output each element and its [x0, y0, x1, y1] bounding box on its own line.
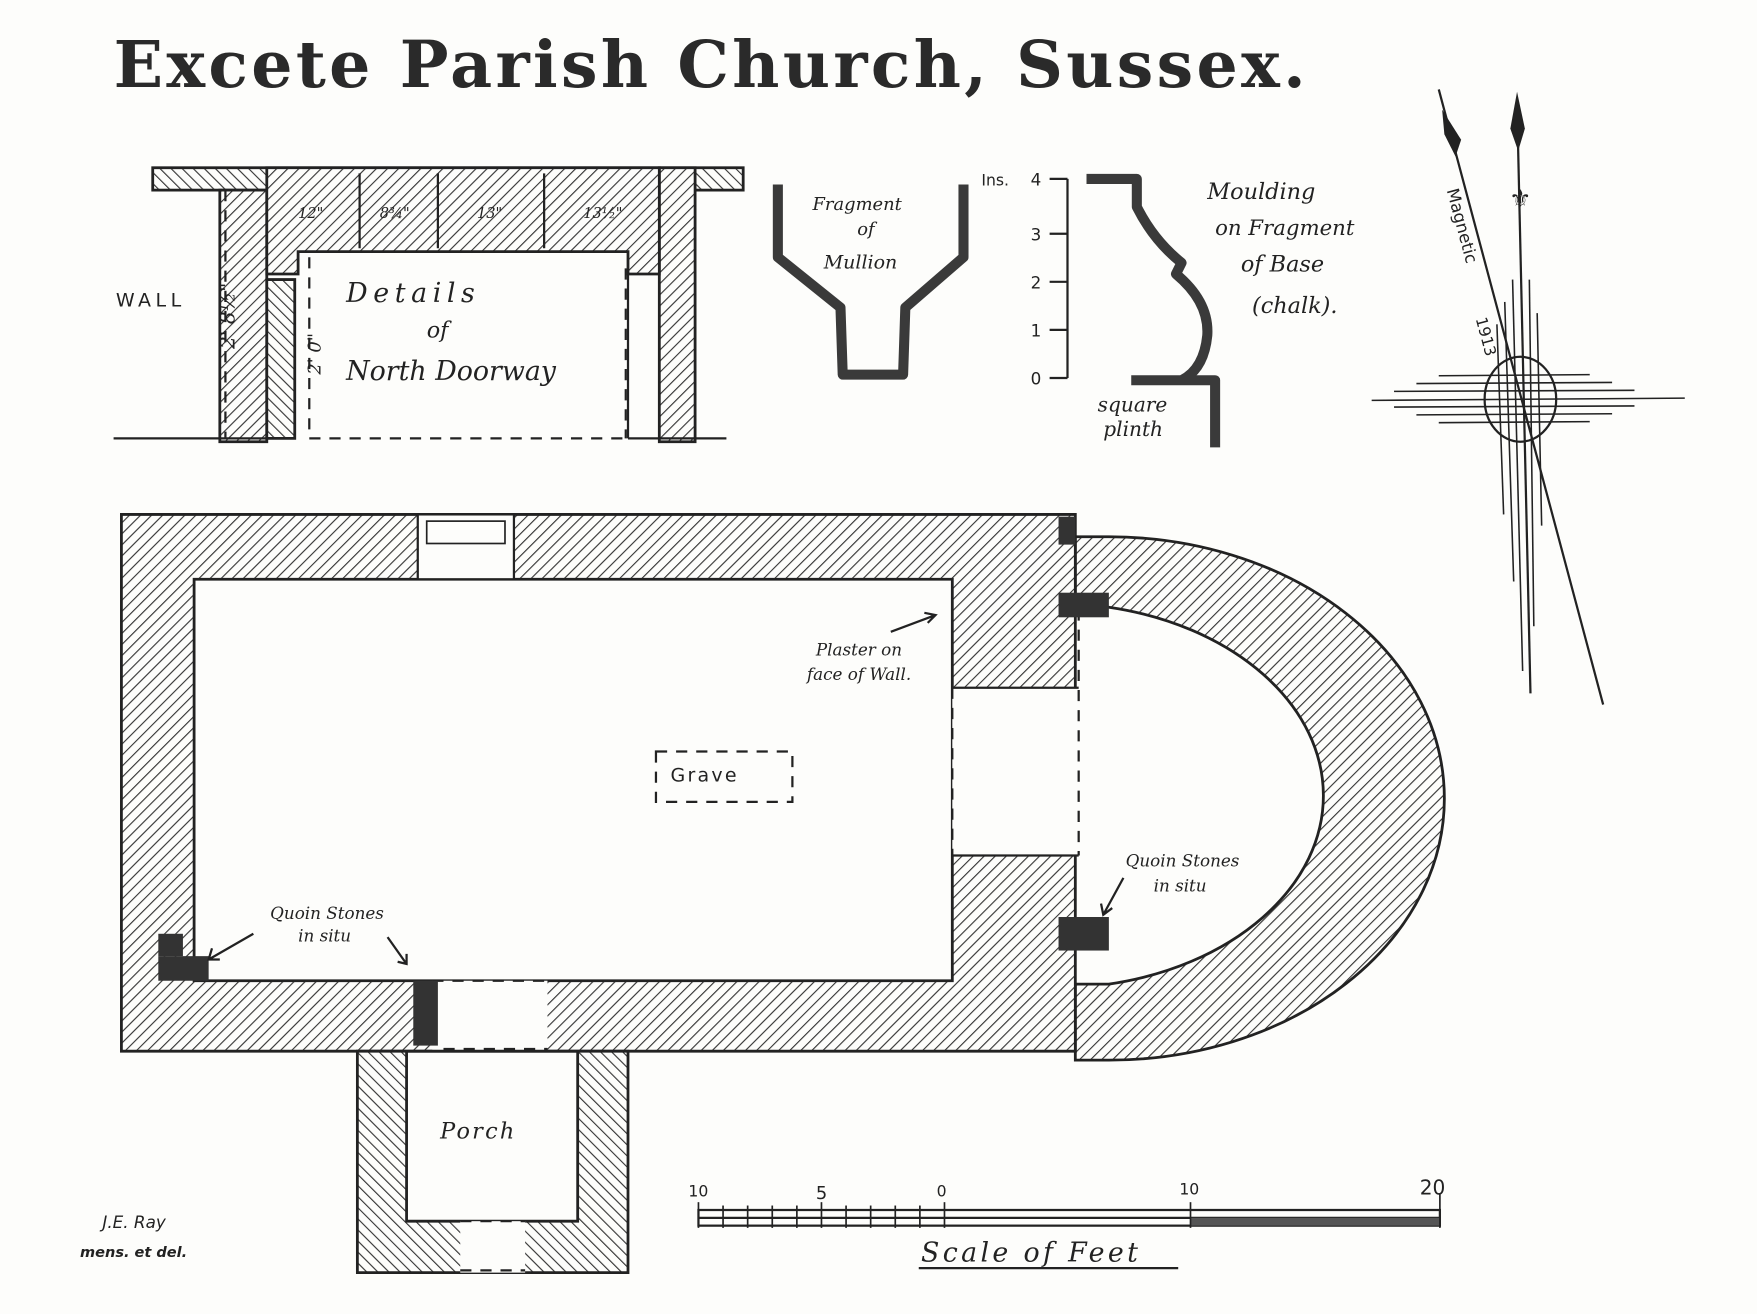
wall-label: WALL — [116, 289, 186, 311]
inch-tick-4: 4 — [1031, 170, 1042, 190]
moulding-fragment: Ins. 4 3 2 1 0 Moulding on Fragment of B… — [981, 170, 1355, 448]
fleur-de-lis-icon: ⚜ — [1509, 184, 1531, 213]
dimension-12in: 12" — [298, 206, 323, 222]
grave-label: Grave — [670, 765, 738, 787]
dimension-13-1-2in: 13½" — [583, 206, 622, 222]
nave-wall — [120, 513, 1077, 1053]
doorway-label-line3: North Doorway — [345, 356, 557, 387]
quoin-apse-arrow-icon — [1099, 877, 1125, 917]
dimension-13in: 13" — [477, 206, 502, 222]
apse-wall — [1073, 535, 1446, 1062]
moulding-label-line3: of Base — [1241, 252, 1324, 278]
north-doorway-detail: 12" 8¾" 13" 13½" WALL 2' 8½" 2' 0" Detai… — [113, 166, 745, 444]
mullion-label-line2: of — [857, 219, 878, 240]
scale-tick-10-left: 10 — [688, 1182, 708, 1201]
mullion-label-line1: Fragment — [812, 194, 903, 215]
quoin-arrow-right-icon — [386, 936, 408, 966]
doorway-label-line1: Details — [345, 278, 480, 309]
inch-tick-1: 1 — [1031, 321, 1042, 341]
moulding-label-line2: on Fragment — [1215, 216, 1355, 241]
quoin-nave-label-line1: Quoin Stones — [270, 903, 384, 923]
plaster-label-line2: face of Wall. — [805, 664, 911, 684]
porch-entrance-opening — [460, 1221, 526, 1273]
south-doorway-opening — [432, 980, 548, 1052]
scale-bar: 10 5 0 10 20 Scale of Feet — [688, 1175, 1446, 1270]
drawing-title: Excete Parish Church, Sussex. — [114, 27, 1310, 103]
inch-unit-label: Ins. — [981, 171, 1009, 190]
scale-tick-10: 10 — [1179, 1179, 1199, 1198]
quoin-apse-label-line2: in situ — [1154, 875, 1207, 895]
plaster-arrow-icon — [890, 611, 938, 633]
magnetic-year-label: 1913 — [1472, 315, 1501, 358]
wall-thickness-label: 2' 8½" — [215, 283, 239, 350]
doorway-label-line2: of — [427, 318, 452, 344]
signature-line1: J.E. Ray — [99, 1212, 166, 1232]
inch-scale-ticks — [1049, 177, 1068, 380]
signature-line2: mens. et del. — [80, 1245, 187, 1261]
dimension-8-3-4in: 8¾" — [380, 206, 410, 222]
grave-outline — [654, 750, 794, 803]
scale-tick-5: 5 — [816, 1183, 827, 1204]
jamb-width-label: 2' 0" — [304, 333, 325, 376]
scale-title: Scale of Feet — [921, 1237, 1141, 1268]
plinth-label-line1: square — [1098, 393, 1168, 417]
porch-label: Porch — [439, 1118, 516, 1144]
mullion-fragment: Fragment of Mullion — [772, 184, 969, 380]
quoin-arrow-left-icon — [207, 932, 254, 961]
moulding-label-line4: (chalk). — [1252, 293, 1338, 319]
plaster-label-line1: Plaster on — [815, 639, 902, 659]
church-ground-plan: Grave Plaster on face of Wall. Quoin Sto… — [120, 513, 1446, 1275]
inch-tick-2: 2 — [1031, 273, 1042, 293]
quoin-apse-label-line1: Quoin Stones — [1126, 851, 1240, 871]
chancel-arch-opening — [952, 687, 1079, 856]
inch-tick-0: 0 — [1031, 369, 1042, 389]
true-north-arrow-icon — [1510, 91, 1525, 151]
compass-rose: ⚜ Magnetic 1913 — [1371, 89, 1685, 705]
scale-tick-20: 20 — [1420, 1175, 1446, 1199]
inch-tick-3: 3 — [1031, 224, 1042, 244]
scale-tick-0: 0 — [937, 1182, 947, 1201]
moulding-label-line1: Moulding — [1206, 179, 1315, 205]
mullion-label-line3: Mullion — [823, 251, 898, 273]
quoin-nave-label-line2: in situ — [298, 926, 351, 946]
magnetic-north-arrow-icon — [1442, 109, 1462, 157]
plinth-label-line2: plinth — [1103, 417, 1163, 441]
